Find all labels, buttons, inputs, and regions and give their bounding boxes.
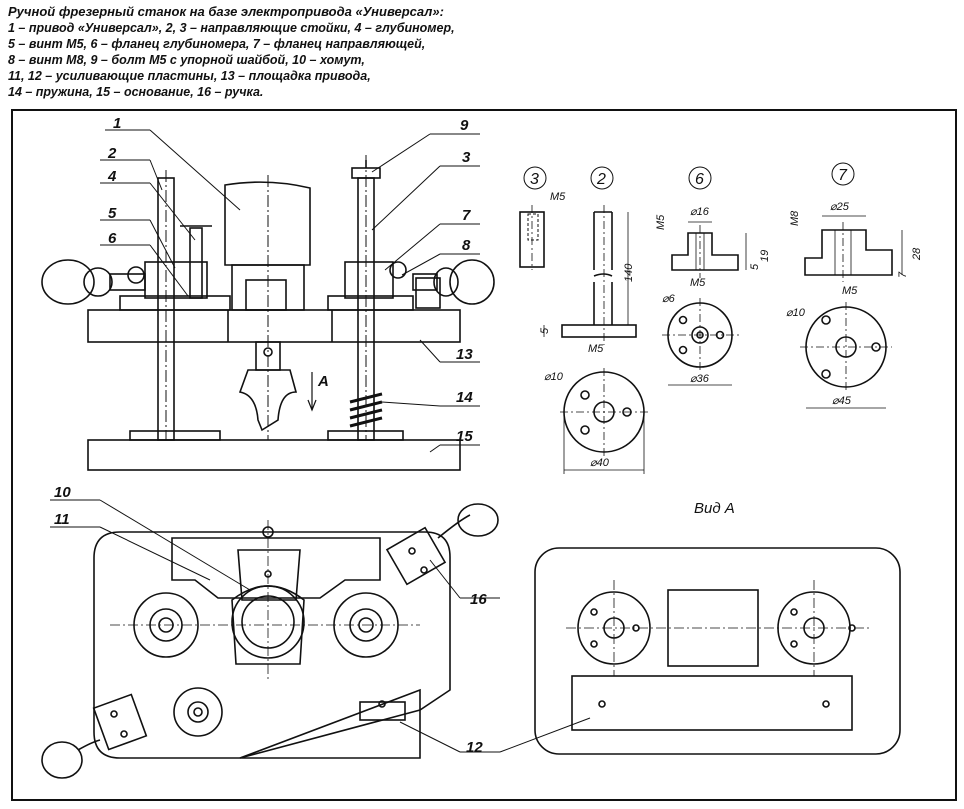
view-a-label: Вид А: [694, 500, 735, 517]
dim-phi40: ⌀40: [590, 457, 610, 469]
view-a: [534, 547, 901, 755]
platform-outline: [93, 531, 451, 759]
handle-right: [389, 259, 495, 309]
dim-m5: М5: [655, 214, 667, 230]
dim-m5: М5: [690, 277, 706, 289]
drawing-frame: [11, 109, 957, 801]
drive-motor: [224, 181, 311, 266]
caption-line: 14 – пружина, 15 – основание, 16 – ручка…: [8, 85, 264, 99]
dim-phi36: ⌀36: [690, 373, 710, 385]
callout-5: 5: [108, 205, 117, 222]
drive-platform: [87, 309, 461, 343]
dim-phi6: ⌀6: [662, 293, 676, 305]
base-boss: [129, 430, 221, 441]
caption-line: 5 – винт М5, 6 – фланец глубиномера, 7 –…: [8, 37, 426, 51]
caption-title: Ручной фрезерный станок на базе электроп…: [8, 4, 444, 19]
dim-phi45: ⌀45: [832, 395, 852, 407]
detail-3: [519, 166, 547, 270]
callout-12: 12: [466, 739, 483, 756]
base-plate: [87, 439, 461, 471]
dim-5: 5: [539, 327, 551, 334]
caption-line: 1 – привод «Универсал», 2, 3 – направляю…: [8, 21, 455, 35]
detail-number-7: 7: [838, 167, 848, 184]
top-view: [41, 503, 499, 779]
front-view: [41, 155, 495, 471]
detail-6: [662, 166, 747, 386]
caption-line: 8 – винт М8, 9 – болт М5 с упорной шайбо…: [8, 53, 365, 67]
callout-3: 3: [462, 149, 471, 166]
leaders-front: [100, 129, 480, 453]
callout-2: 2: [107, 145, 117, 162]
callout-8: 8: [462, 237, 471, 254]
callout-16: 16: [470, 591, 487, 608]
dim-5: 5: [749, 263, 761, 270]
callout-1: 1: [113, 115, 121, 132]
callout-9: 9: [460, 117, 469, 134]
dim-phi16: ⌀16: [690, 206, 710, 218]
leaders-top: [50, 499, 591, 753]
callout-11: 11: [54, 511, 70, 528]
callout-labels-front: 1 2 4 5 6 9 3 7 8 13 14 15 A: [107, 115, 473, 445]
dim-m5: М5: [588, 343, 604, 355]
detail-7: [800, 162, 903, 409]
dim-phi10: ⌀10: [786, 307, 806, 319]
detail-2: [543, 166, 650, 474]
detail-labels: 3 2 6 7 М5 140 5 М5 ⌀10 ⌀40 М5 ⌀16 19 5 …: [530, 167, 923, 469]
dim-7: 7: [897, 271, 909, 278]
callout-14: 14: [456, 389, 473, 406]
detail-number-6: 6: [695, 171, 704, 188]
dim-phi25: ⌀25: [830, 201, 850, 213]
dim-28: 28: [911, 247, 923, 261]
reinforcing-plate-11: [171, 537, 381, 599]
handle-left: [41, 259, 146, 305]
callout-13: 13: [456, 346, 473, 363]
dim-phi10: ⌀10: [544, 371, 564, 383]
callout-labels-top: 10 11 16 12: [54, 484, 487, 756]
detail-number-2: 2: [596, 171, 606, 188]
cutter: [238, 369, 298, 432]
arrow-label: A: [317, 373, 329, 390]
dim-m8: М8: [789, 210, 801, 226]
caption-line: 11, 12 – усиливающие пластины, 13 – площ…: [8, 69, 371, 83]
callout-15: 15: [456, 428, 473, 445]
depth-gauge: [189, 227, 203, 299]
dim-m5: М5: [842, 285, 858, 297]
callout-10: 10: [54, 484, 71, 501]
callout-4: 4: [107, 168, 117, 185]
detail-number-3: 3: [530, 171, 539, 188]
dim-19: 19: [759, 250, 771, 262]
dim-140: 140: [623, 263, 635, 282]
callout-6: 6: [108, 230, 117, 247]
dim-m5: М5: [550, 191, 566, 203]
callout-7: 7: [462, 207, 471, 224]
guide-flange: [344, 261, 394, 299]
figure-caption: Ручной фрезерный станок на базе электроп…: [8, 4, 528, 100]
